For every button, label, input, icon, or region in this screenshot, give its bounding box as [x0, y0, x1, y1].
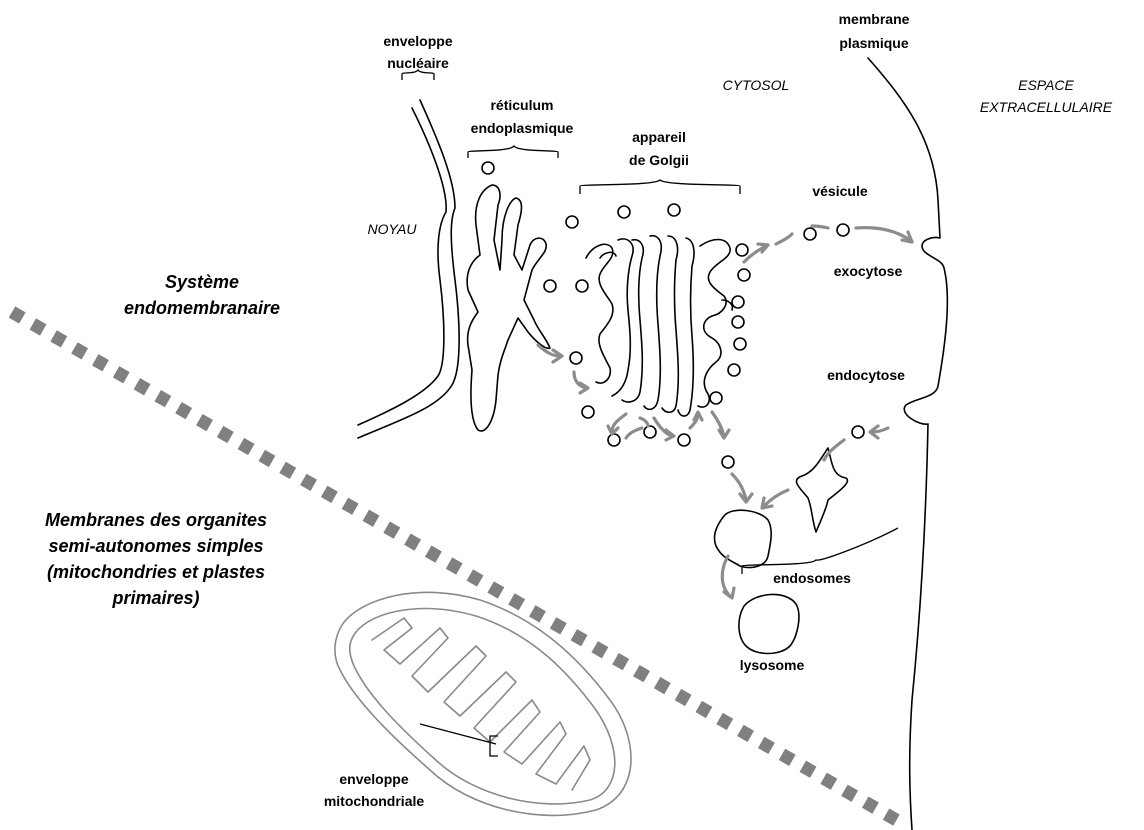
label-endocytose: endocytose	[827, 367, 905, 383]
label-enveloppe-nucleaire: enveloppe nucléaire	[383, 33, 452, 71]
membrane-plasmique-line-2: plasmique	[839, 35, 908, 51]
brace-golgi	[580, 180, 740, 194]
label-lysosome: lysosome	[740, 657, 805, 673]
semi-autonomes-line-1: Membranes des organites	[45, 510, 267, 530]
semi-autonomes-line-3: (mitochondries et plastes	[47, 562, 265, 582]
endoplasmic-reticulum	[467, 185, 550, 431]
golgi-apparatus	[586, 236, 732, 416]
reticulum-line-2: endoplasmique	[471, 120, 574, 136]
label-cytosol: CYTOSOL	[723, 77, 790, 93]
label-reticulum: réticulum endoplasmique	[471, 97, 574, 136]
label-membrane-plasmique: membrane plasmique	[839, 11, 910, 51]
plasma-membrane	[868, 58, 947, 830]
enveloppe-nucleaire-line-2: nucléaire	[387, 55, 449, 71]
semi-autonomes-line-2: semi-autonomes simples	[48, 536, 263, 556]
label-golgi: appareil de Golgii	[629, 129, 689, 168]
enveloppe-mito-line-2: mitochondriale	[324, 793, 425, 809]
label-espace-extracellulaire: ESPACE EXTRACELLULAIRE	[980, 77, 1113, 115]
label-exocytose: exocytose	[834, 263, 903, 279]
golgi-line-1: appareil	[632, 129, 686, 145]
semi-autonomes-line-4: primaires)	[111, 588, 199, 608]
section-title-endomembranaire: Système endomembranaire	[124, 272, 280, 318]
nuclear-envelope-inner	[358, 100, 459, 438]
label-endosomes: endosomes	[773, 570, 851, 586]
label-enveloppe-mitochondriale: enveloppe mitochondriale	[324, 771, 425, 809]
endomembranaire-line-1: Système	[165, 272, 239, 292]
espace-line-2: EXTRACELLULAIRE	[980, 99, 1113, 115]
nuclear-envelope-outer	[358, 108, 446, 425]
vesicles	[482, 162, 864, 468]
section-title-semi-autonomes: Membranes des organites semi-autonomes s…	[45, 510, 267, 608]
reticulum-line-1: réticulum	[490, 97, 553, 113]
enveloppe-mito-line-1: enveloppe	[339, 771, 408, 787]
lysosome	[739, 594, 799, 653]
early-endosome	[796, 448, 847, 532]
brace-reticulum	[468, 146, 558, 158]
pointer-mito-envelope	[420, 724, 498, 756]
label-noyau: NOYAU	[367, 221, 417, 237]
brace-nuclear-envelope	[402, 70, 434, 80]
enveloppe-nucleaire-line-1: enveloppe	[383, 33, 452, 49]
golgi-line-2: de Golgii	[629, 152, 689, 168]
late-endosome	[714, 510, 771, 567]
espace-line-1: ESPACE	[1018, 77, 1074, 93]
label-vesicule: vésicule	[812, 183, 867, 199]
membrane-plasmique-line-1: membrane	[839, 11, 910, 27]
endomembranaire-line-2: endomembranaire	[124, 298, 280, 318]
